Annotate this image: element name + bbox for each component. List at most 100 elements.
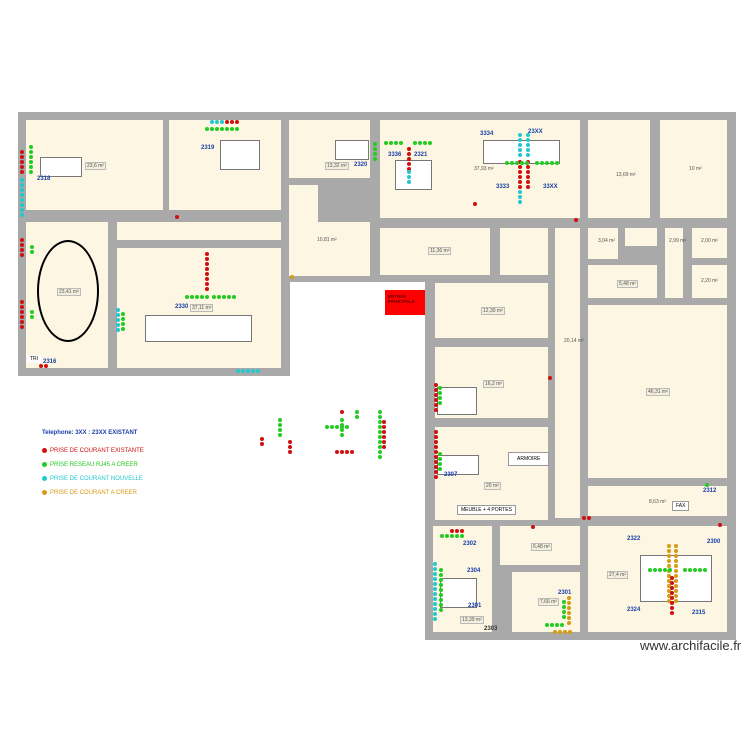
area-label: 23,41 m² <box>57 288 81 296</box>
outlet-marker <box>205 127 209 131</box>
outlet-marker <box>256 369 260 373</box>
outlet-marker <box>205 257 209 261</box>
area-label: 13,32 m² <box>325 162 349 170</box>
area-label: 23,6 m² <box>85 162 106 170</box>
outlet-marker <box>116 313 120 317</box>
outlet-marker <box>439 588 443 592</box>
outlet-marker <box>121 322 125 326</box>
extension-label: 2303 <box>484 626 498 632</box>
outlet-marker <box>382 435 386 439</box>
extension-label: 23XX <box>528 129 543 135</box>
outlet-marker <box>433 587 437 591</box>
area-label: 2,20 m² <box>701 278 718 284</box>
outlet-marker <box>413 141 417 145</box>
outlet-marker <box>373 157 377 161</box>
outlet-marker <box>434 403 438 407</box>
outlet-marker <box>433 572 437 576</box>
legend-label: PRISE RESEAU RJ45 A CREER <box>50 462 138 469</box>
outlet-marker <box>674 574 678 578</box>
outlet-marker <box>438 457 442 461</box>
outlet-marker <box>340 410 344 414</box>
outlet-marker <box>288 440 292 444</box>
outlet-marker <box>439 573 443 577</box>
outlet-marker <box>235 120 239 124</box>
outlet-marker <box>20 170 24 174</box>
outlet-marker <box>434 430 438 434</box>
outlet-marker <box>290 275 294 279</box>
legend-item-existing-outlet: PRISE DE COURANT EXISTANTE <box>42 448 144 454</box>
outlet-marker <box>222 295 226 299</box>
area-label: 27,4 m² <box>607 571 628 579</box>
outlet-marker <box>670 576 674 580</box>
room-2014 <box>555 228 580 518</box>
outlet-marker <box>434 445 438 449</box>
outlet-marker <box>373 152 377 156</box>
desk <box>220 140 260 170</box>
outlet-marker <box>382 425 386 429</box>
outlet-marker <box>439 568 443 572</box>
green-dot-icon <box>42 462 47 467</box>
outlet-marker <box>278 433 282 437</box>
outlet-marker <box>434 475 438 479</box>
outlet-marker <box>225 120 229 124</box>
legend-label: PRISE DE COURANT A CREER <box>50 490 137 497</box>
extension-label: 2320 <box>354 162 368 168</box>
outlet-marker <box>121 317 125 321</box>
outlet-marker <box>667 574 671 578</box>
outlet-marker <box>439 608 443 612</box>
outlet-marker <box>567 616 571 620</box>
area-label: 13,39 m² <box>460 616 484 624</box>
outlet-marker <box>434 440 438 444</box>
outlet-marker <box>230 120 234 124</box>
area-label: 11,36 m² <box>428 247 452 255</box>
outlet-marker <box>345 425 349 429</box>
area-label: 2,99 m² <box>669 238 686 244</box>
room-299 <box>665 228 683 298</box>
outlet-marker <box>288 445 292 449</box>
outlet-marker <box>373 147 377 151</box>
extension-label: 2330 <box>175 304 189 310</box>
outlet-marker <box>433 612 437 616</box>
desk <box>145 315 252 342</box>
extension-label: 2316 <box>43 359 57 365</box>
outlet-marker <box>455 534 459 538</box>
room-200 <box>692 228 727 258</box>
outlet-marker <box>20 305 24 309</box>
outlet-marker <box>246 369 250 373</box>
outlet-marker <box>455 529 459 533</box>
outlet-marker <box>670 596 674 600</box>
outlet-marker <box>205 282 209 286</box>
outlet-marker <box>121 312 125 316</box>
outlet-marker <box>439 578 443 582</box>
outlet-marker <box>526 175 530 179</box>
outlet-marker <box>693 568 697 572</box>
extension-label: 2307 <box>444 472 458 478</box>
outlet-marker <box>438 452 442 456</box>
outlet-marker <box>683 568 687 572</box>
outlet-marker <box>545 161 549 165</box>
outlet-marker <box>378 430 382 434</box>
extension-label: 2301 <box>468 603 482 609</box>
area-label: 12,30 m² <box>481 307 505 315</box>
outlet-marker <box>648 568 652 572</box>
area-label: 10,81 m² <box>317 237 337 243</box>
outlet-marker <box>407 175 411 179</box>
tri-label: TRI <box>27 355 42 363</box>
extension-label: 2319 <box>201 145 215 151</box>
outlet-marker <box>587 516 591 520</box>
outlet-marker <box>674 584 678 588</box>
extension-label: 2300 <box>707 539 721 545</box>
outlet-marker <box>20 213 24 217</box>
outlet-marker <box>210 120 214 124</box>
outlet-marker <box>29 170 33 174</box>
outlet-marker <box>20 193 24 197</box>
outlet-marker <box>20 320 24 324</box>
outlet-marker <box>440 534 444 538</box>
outlet-marker <box>378 450 382 454</box>
outlet-marker <box>439 583 443 587</box>
outlet-marker <box>562 605 566 609</box>
outlet-marker <box>350 450 354 454</box>
outlet-marker <box>378 410 382 414</box>
outlet-marker <box>235 127 239 131</box>
outlet-marker <box>433 577 437 581</box>
